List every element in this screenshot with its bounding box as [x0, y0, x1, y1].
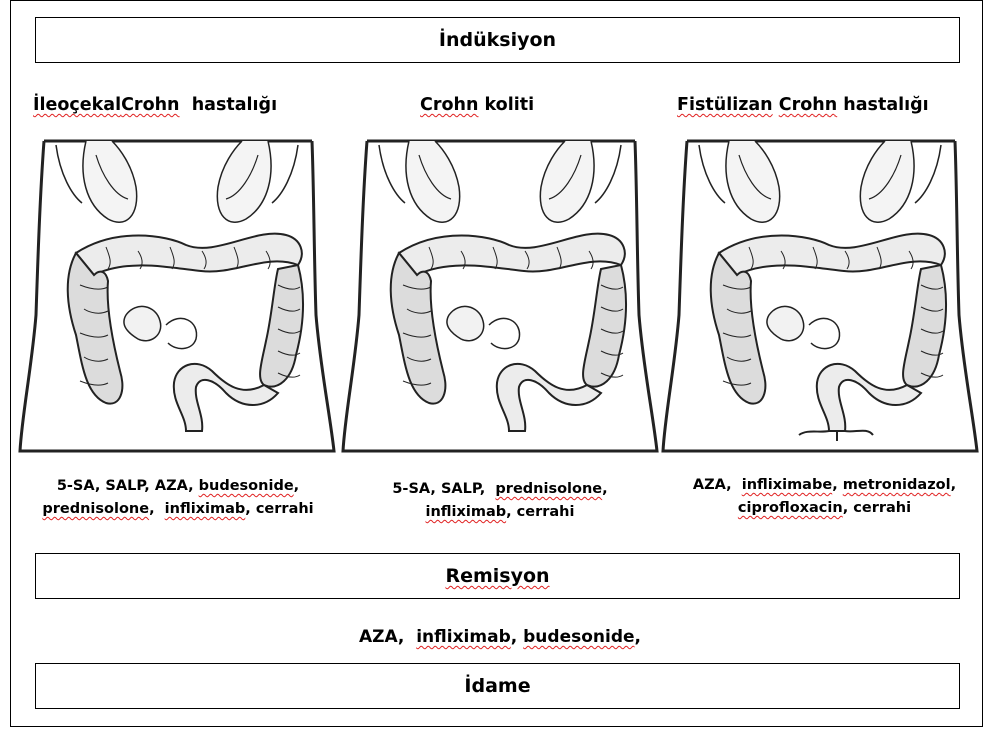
- panel-2-drug-line-2: infliximab, cerrahi: [340, 501, 660, 524]
- panel-2-drug-line-1: 5-SA, SALP, prednisolone,: [340, 478, 660, 501]
- drug-text: , cerrahi: [843, 500, 911, 516]
- drug-text: ,: [294, 478, 300, 494]
- panel-1-drug-line-2: prednisolone, infliximab, cerrahi: [8, 498, 348, 521]
- drug-text: ,: [951, 477, 957, 493]
- remission-bar: Remisyon: [35, 553, 960, 599]
- panel-3-heading-word-3: hastalığı: [843, 95, 928, 115]
- drug-text: infliximab: [426, 504, 507, 520]
- drug-text: prednisolone: [42, 501, 149, 517]
- panel-3-drug-line-1: AZA, infliximabe, metronidazol,: [662, 474, 987, 497]
- panel-2-drug-list: 5-SA, SALP, prednisolone, infliximab, ce…: [340, 478, 660, 524]
- drug-text: infliximabe: [742, 477, 832, 493]
- maintenance-drug-list: AZA, infliximab, budesonide,: [300, 626, 700, 649]
- drug-text: ,: [832, 477, 843, 493]
- maintenance-label: İdame: [464, 675, 530, 697]
- panel-3-anatomy-illustration: [659, 135, 981, 455]
- panel-1-heading-word-3: hastalığı: [192, 95, 277, 115]
- maintenance-bar: İdame: [35, 663, 960, 709]
- drug-text: infliximab: [416, 627, 511, 647]
- drug-text: budesonide: [199, 478, 294, 494]
- panel-2-heading: Crohn koliti: [420, 95, 534, 115]
- panel-1-heading-word-2: Crohn: [121, 95, 179, 115]
- drug-text: 5-SA, SALP,: [392, 481, 495, 497]
- drug-text: metronidazol: [843, 477, 951, 493]
- panel-3-drug-list: AZA, infliximabe, metronidazol, ciproflo…: [662, 474, 987, 520]
- panel-1-drug-list: 5-SA, SALP, AZA, budesonide, prednisolon…: [8, 475, 348, 521]
- drug-text: 5-SA, SALP, AZA,: [57, 478, 199, 494]
- drug-text: ,: [149, 501, 165, 517]
- panel-1-heading: İleoçekalCrohn hastalığı: [33, 95, 277, 115]
- drug-text: ,: [635, 627, 641, 647]
- panel-3-drug-line-2: ciprofloxacin, cerrahi: [662, 497, 987, 520]
- drug-text: ciprofloxacin: [738, 500, 843, 516]
- drug-text: , cerrahi: [506, 504, 574, 520]
- panel-2-anatomy-illustration: [339, 135, 661, 455]
- panel-3-heading-word-1: Fistülizan: [677, 95, 773, 115]
- drug-text: infliximab: [165, 501, 246, 517]
- drug-text: ,: [511, 627, 523, 647]
- induction-label: İndüksiyon: [439, 29, 556, 51]
- panel-2-heading-word-2: koliti: [485, 95, 535, 115]
- panel-1-anatomy-illustration: [16, 135, 338, 455]
- panel-3-heading: Fistülizan Crohn hastalığı: [677, 95, 929, 115]
- panel-1-drug-line-1: 5-SA, SALP, AZA, budesonide,: [8, 475, 348, 498]
- drug-text: , cerrahi: [245, 501, 313, 517]
- panel-2-heading-word-1: Crohn: [420, 95, 478, 115]
- panel-3-heading-word-2: Crohn: [779, 95, 837, 115]
- drug-text: prednisolone: [495, 481, 602, 497]
- drug-text: budesonide: [523, 627, 634, 647]
- drug-text: ,: [602, 481, 608, 497]
- drug-text: AZA,: [359, 627, 416, 647]
- drug-text: AZA,: [693, 477, 742, 493]
- induction-bar: İndüksiyon: [35, 17, 960, 63]
- remission-label: Remisyon: [445, 565, 549, 587]
- panel-1-heading-word-1: İleoçekal: [33, 95, 121, 115]
